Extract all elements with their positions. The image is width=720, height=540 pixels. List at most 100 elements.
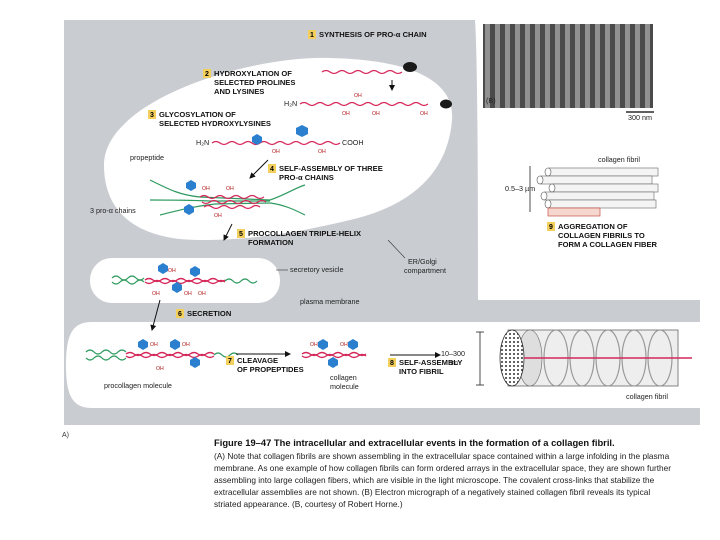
oh-label: OH (184, 291, 192, 297)
h2n-label-1: H₂N (284, 99, 297, 108)
glycosylated-chain (211, 140, 341, 146)
sugar-hexagon (190, 266, 200, 277)
oh-label: OH (372, 111, 380, 117)
step-number-8: 8 (390, 360, 394, 367)
micrograph-overlay (483, 24, 653, 108)
step-7-label-line1: CLEAVAGE (237, 356, 278, 365)
oh-label: OH (182, 342, 190, 348)
procollagen-molecule-label: procollagen molecule (104, 381, 172, 390)
step-8-label-line2: INTO FIBRIL (399, 367, 444, 376)
fibril-dimension-label-line2: nm (448, 358, 458, 367)
step-2-label-line3: AND LYSINES (214, 87, 264, 96)
oh-label: OH (318, 149, 326, 155)
oh-label: OH (420, 111, 428, 117)
collagen-fibril-top-label: collagen fibril (598, 155, 640, 164)
step-number-1: 1 (310, 32, 314, 39)
procollagen-molecule (85, 349, 239, 361)
step-number-7: 7 (228, 358, 232, 365)
figure-caption: Figure 19–47 The intracellular and extra… (214, 437, 674, 510)
arrow-step3-step4 (249, 159, 269, 179)
procollagen-in-vesicle (111, 275, 258, 285)
oh-label: OH (168, 268, 176, 274)
step-8-label-line1: SELF-ASSEMBLY (399, 358, 462, 367)
step-3-label-line1: GLYCOSYLATION OF (159, 110, 236, 119)
step-badge-2 (203, 69, 211, 78)
nascent-chain-1 (321, 69, 403, 75)
three-chains-label: 3 pro-α chains (90, 206, 136, 215)
step-3-label-line2: SELECTED HYDROXYLYSINES (159, 119, 271, 128)
plasma-membrane-label: plasma membrane (300, 297, 360, 306)
step-2-label-line1: HYDROXYLATION OF (214, 69, 292, 78)
caption-body: (A) Note that collagen fibrils are shown… (214, 451, 672, 509)
secretory-vesicle-label: secretory vesicle (290, 265, 344, 274)
step-badge-3 (148, 110, 156, 119)
oh-label: OH (156, 366, 164, 372)
scale-bar-label: 300 nm (628, 113, 652, 122)
oh-label: OH (202, 186, 210, 192)
oh-label: OH (152, 291, 160, 297)
collagen-fibril-label: collagen fibril (626, 392, 668, 401)
sugar-hexagon (190, 357, 200, 368)
sugar-hexagon (348, 339, 358, 350)
oh-label: OH (310, 342, 318, 348)
step-5-label-line1: PROCOLLAGEN TRIPLE-HELIX (248, 229, 361, 238)
sugar-hexagon (318, 339, 328, 350)
er-golgi-pointer (387, 239, 406, 259)
step-number-3: 3 (150, 112, 154, 119)
micrograph-label: (B) (486, 96, 496, 105)
sugar-hexagon (296, 125, 308, 137)
arrow-step4-step5 (223, 223, 233, 241)
sugar-hexagon (172, 282, 182, 293)
fiber-dimension-label: 0.5–3 µm (505, 184, 535, 193)
collagen-molecule-label-line2: molecule (330, 382, 359, 391)
step-number-4: 4 (270, 166, 274, 173)
step-9-label-line2: COLLAGEN FIBRILS TO (558, 231, 645, 240)
oh-label: OH (214, 213, 222, 219)
hydroxylated-chain (299, 101, 429, 107)
er-golgi-label-line1: ER/Golgi (408, 257, 437, 266)
sugar-hexagon (328, 357, 338, 368)
step-badge-4 (268, 164, 276, 173)
cooh-label: COOH (342, 138, 364, 147)
step-badge-8 (388, 358, 396, 367)
step-4-label-line2: PRO-α CHAINS (279, 173, 334, 182)
step-4-label-line1: SELF-ASSEMBLY OF THREE (279, 164, 383, 173)
step-number-5: 5 (239, 231, 243, 238)
step-6-label: SECRETION (187, 309, 231, 318)
step-5-label-line2: FORMATION (248, 238, 293, 247)
step-badge-9 (547, 222, 555, 231)
arrow-step5-step6 (150, 299, 161, 331)
sugar-hexagon (252, 134, 262, 145)
oh-label: OH (150, 342, 158, 348)
step-badge-5 (237, 229, 245, 238)
collagen-fiber (536, 167, 659, 217)
sugar-hexagon (138, 339, 148, 350)
oh-label: OH (340, 342, 348, 348)
step-9-label-line3: FORM A COLLAGEN FIBER (558, 240, 658, 249)
step-badge-6 (176, 309, 184, 318)
propeptide-label: propeptide (130, 153, 164, 162)
er-golgi-label-line2: compartment (404, 266, 446, 275)
three-pro-alpha-chains (149, 179, 306, 216)
step-9-label-line1: AGGREGATION OF (558, 222, 628, 231)
step-number-9: 9 (549, 224, 553, 231)
step-2-label-line2: SELECTED PROLINES (214, 78, 295, 87)
step-1-label: SYNTHESIS OF PRO-α CHAIN (319, 30, 427, 39)
sugar-hexagon (186, 180, 196, 191)
step-badge-1 (308, 30, 316, 39)
h2n-label-2: H₂N (196, 138, 209, 147)
sugar-hexagon (170, 339, 180, 350)
fibril-dimension-label-line1: 10–300 (441, 349, 465, 358)
oh-label: OH (272, 149, 280, 155)
oh-label: OH (342, 111, 350, 117)
ribosome-icon (440, 99, 452, 109)
sugar-hexagon (184, 204, 194, 215)
step-badge-7 (226, 356, 234, 365)
step-7-label-line2: OF PROPEPTIDES (237, 365, 304, 374)
collagen-fibril (499, 329, 692, 387)
panel-a-label: A) (62, 432, 69, 439)
micrograph (483, 24, 653, 108)
oh-label: OH (198, 291, 206, 297)
ribosome-icon (403, 62, 417, 72)
caption-title: Figure 19–47 The intracellular and extra… (214, 437, 615, 448)
